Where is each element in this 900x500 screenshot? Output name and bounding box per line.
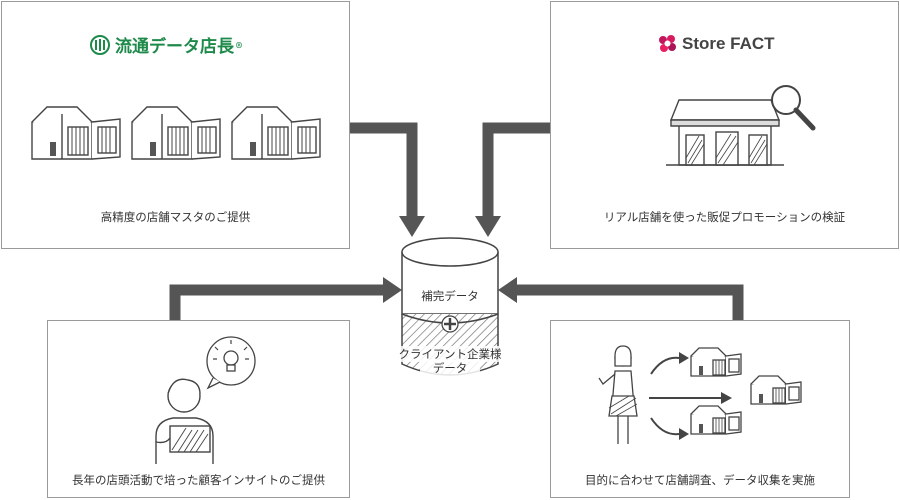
logo-text: Store FACT — [682, 34, 775, 53]
db-supplement-label: 補完データ — [421, 289, 479, 303]
arrow-bottom-left — [169, 284, 385, 320]
person-lightbulb-illustration — [155, 336, 256, 464]
logo-ryutsu-data-tencho: 流通データ店長 ® — [90, 32, 243, 57]
logo-flower-icon — [659, 35, 676, 52]
arrowhead-bottom-left — [383, 277, 402, 303]
plus-icon — [441, 315, 459, 333]
db-client-label-2: データ — [420, 360, 480, 376]
logo-emblem-icon — [90, 34, 110, 55]
arrowhead-top-left — [399, 216, 425, 237]
db-client-label-1: クライアント企業様 — [385, 346, 515, 362]
registered-mark: ® — [235, 39, 243, 50]
woman-figure — [598, 345, 638, 444]
arrowhead-bottom-right — [498, 277, 517, 303]
caption-store-master: 高精度の店舗マスタのご提供 — [100, 210, 251, 224]
database-cylinder — [401, 237, 499, 376]
arrow-top-right — [482, 122, 550, 218]
store-search-illustration — [666, 85, 816, 166]
caption-store-survey: 目的に合わせて店舗調査、データ収集を実施 — [585, 473, 815, 487]
panel-customer-insight: 長年の店頭活動で培った顧客インサイトのご提供 — [47, 320, 350, 498]
logo-text: 流通データ店長 — [115, 37, 234, 57]
panel-store-survey: 目的に合わせて店舗調査、データ収集を実施 — [550, 320, 850, 498]
logo-store-fact: Store FACT — [656, 33, 775, 55]
arrow-top-left — [350, 122, 418, 218]
store-buildings-illustration — [31, 106, 321, 160]
arrowhead-top-right — [475, 216, 501, 237]
lightbulb-icon — [206, 336, 256, 390]
panel-store-fact: Store FACT リアル店舗を使った販促プロモーションの検証 — [550, 1, 899, 249]
caption-customer-insight: 長年の店頭活動で培った顧客インサイトのご提供 — [72, 473, 325, 487]
caption-store-fact: リアル店舗を使った販促プロモーションの検証 — [603, 210, 846, 224]
magnifier-icon — [771, 85, 816, 131]
panel-store-master: 流通データ店長 ® 高精度の店舗マスタのご提供 — [1, 1, 350, 249]
survey-illustration — [598, 345, 802, 444]
arrow-bottom-right — [515, 284, 744, 320]
